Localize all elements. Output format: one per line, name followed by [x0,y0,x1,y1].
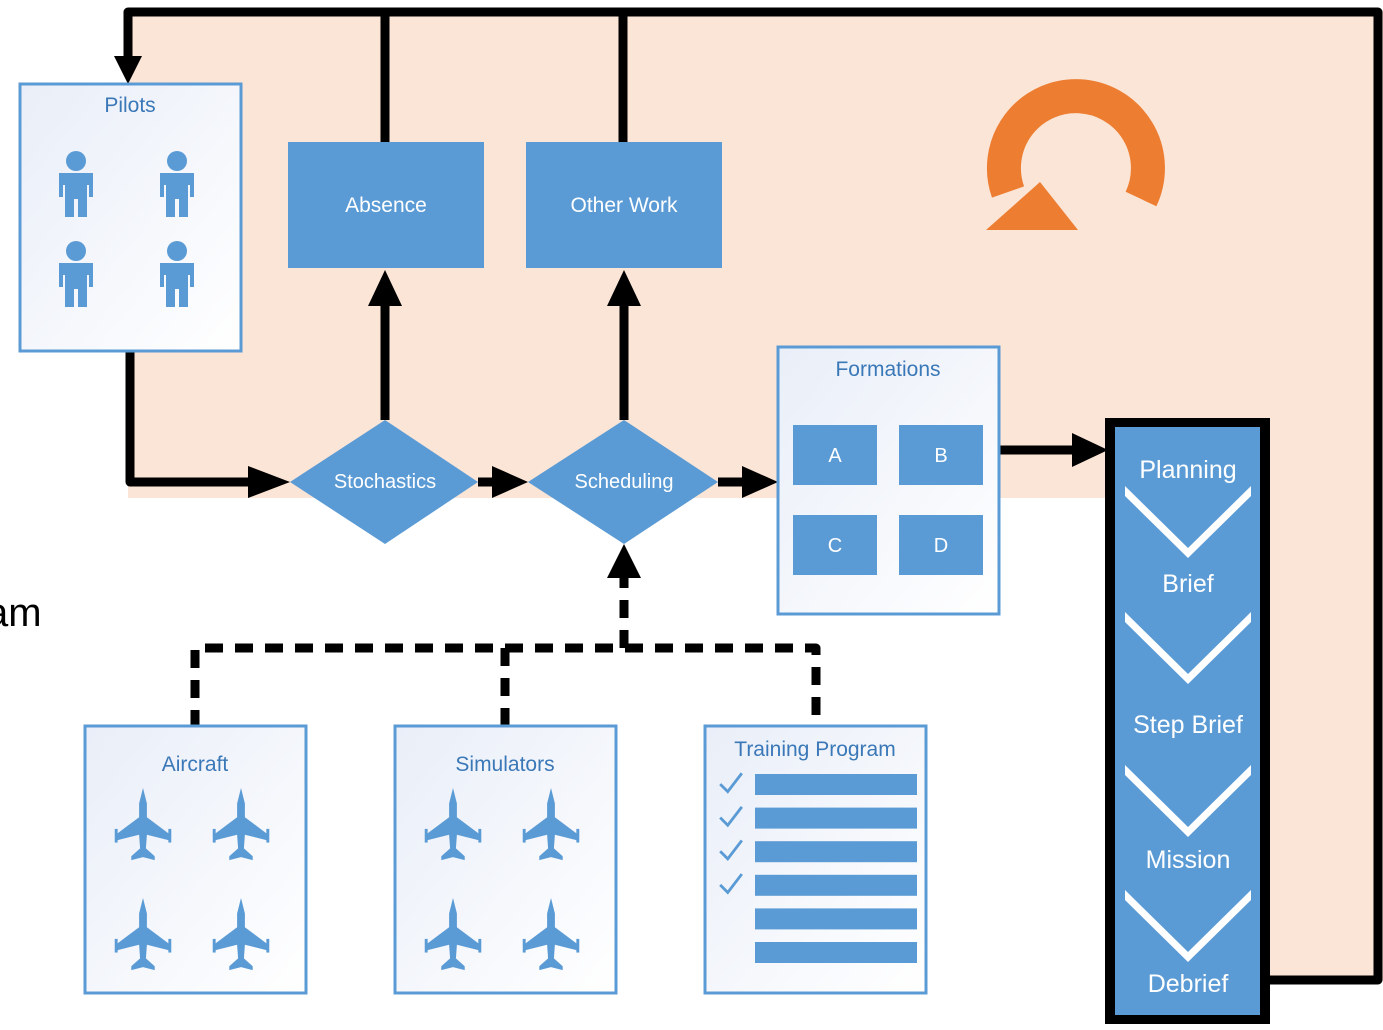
scheduling-decision: Scheduling [528,420,718,544]
training-items [718,771,917,963]
formation-cell-d [899,515,983,575]
formation-cell-d-label: D [934,535,948,557]
flow-step-label: Brief [1162,570,1213,598]
resource-connectors [190,578,821,728]
stochastics-input-arrowhead [248,466,290,498]
absence-arrowhead [368,270,402,306]
clipped-left-text: am [0,591,42,635]
training-item-bar [755,874,917,896]
training-item-bar [755,942,917,963]
stochastics-decision: Stochastics [290,420,478,544]
pilots-title: Pilots [104,94,155,117]
absence-label: Absence [345,194,427,217]
simulators-title: Simulators [455,753,554,776]
other-work-box: Other Work [526,142,722,268]
pilots-card: Pilots [18,82,243,353]
stochastics-label: Stochastics [334,471,436,493]
pilots-to-stochastics-connector [125,350,250,487]
training-item-bar [755,807,917,829]
flow-step-label: Planning [1139,456,1236,484]
flow-arrowhead [1072,433,1108,467]
formation-cell-c-label: C [828,535,842,557]
pilots-return-arrowhead [114,56,142,84]
aircraft-card: Aircraft [83,724,308,995]
formation-cell-c [793,515,877,575]
training-item-bar [755,774,917,795]
scheduling-input-arrowhead [492,466,528,498]
training-program-title: Training Program [734,738,895,761]
absence-box: Absence [288,142,484,268]
aircraft-title: Aircraft [162,753,229,776]
formation-cell-a-label: A [828,445,842,467]
formation-cell-a [793,425,877,485]
formation-cell-b [899,425,983,485]
formations-arrowhead [742,466,778,498]
flow-step-label: Step Brief [1133,711,1243,739]
feedback-connectors [123,7,1383,985]
simulators-card: Simulators [393,724,618,995]
training-item-bar [755,841,917,863]
refresh-cycle-icon [986,79,1165,230]
flow-step-label: Mission [1146,846,1231,874]
formations-title: Formations [835,358,940,381]
other-work-label: Other Work [571,194,678,217]
otherwork-arrowhead [607,270,641,306]
training-item-bar [755,908,917,930]
resources-to-scheduling-arrowhead [607,544,641,578]
scheduling-label: Scheduling [575,471,674,493]
formation-cell-b-label: B [934,445,947,467]
formations-card: Formations A B C D [776,345,1001,616]
training-program-card: Training Program [703,724,928,995]
flow-step-label: Debrief [1148,970,1229,998]
